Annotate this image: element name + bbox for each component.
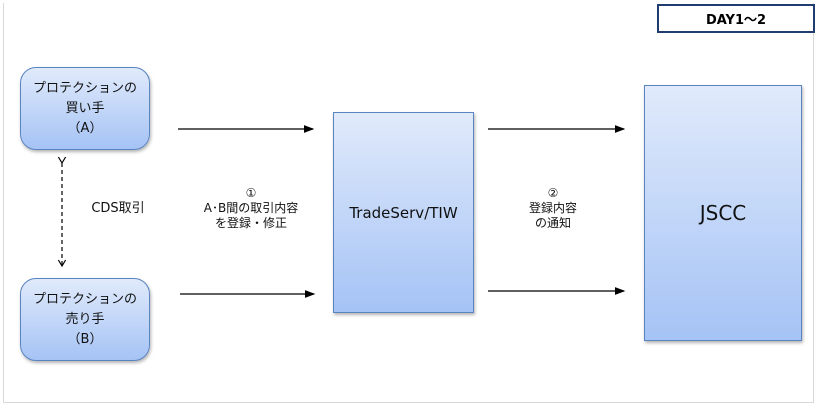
step2-label: ② 登録内容 の通知 [529,186,577,231]
step1-num: ① [245,186,257,200]
step1-line2: を登録・修正 [214,216,288,230]
tradeserv-label: TradeServ/TIW [349,203,458,222]
diagram-frame [3,3,814,403]
seller-line3: （B） [67,331,103,347]
jscc-label: JSCC [699,201,747,225]
step1-line1: A･B間の取引内容 [203,201,299,215]
step2-line1: 登録内容 [528,201,578,215]
day-badge: DAY1～2 [657,4,815,33]
tradeserv-box: TradeServ/TIW [333,112,474,313]
cds-label: CDS取引 [91,201,145,216]
jscc-box: JSCC [644,85,802,341]
step1-label: ① A･B間の取引内容 を登録・修正 [204,186,298,231]
buyer-line2: 買い手 [65,100,105,116]
step2-line2: の通知 [534,216,572,230]
seller-box: プロテクションの 売り手 （B） [20,278,150,361]
seller-line1: プロテクションの [32,291,137,307]
buyer-line3: （A） [67,120,103,136]
seller-line2: 売り手 [65,311,105,327]
buyer-box: プロテクションの 買い手 （A） [20,67,150,150]
step2-num: ② [547,186,559,200]
buyer-line1: プロテクションの [32,80,137,96]
